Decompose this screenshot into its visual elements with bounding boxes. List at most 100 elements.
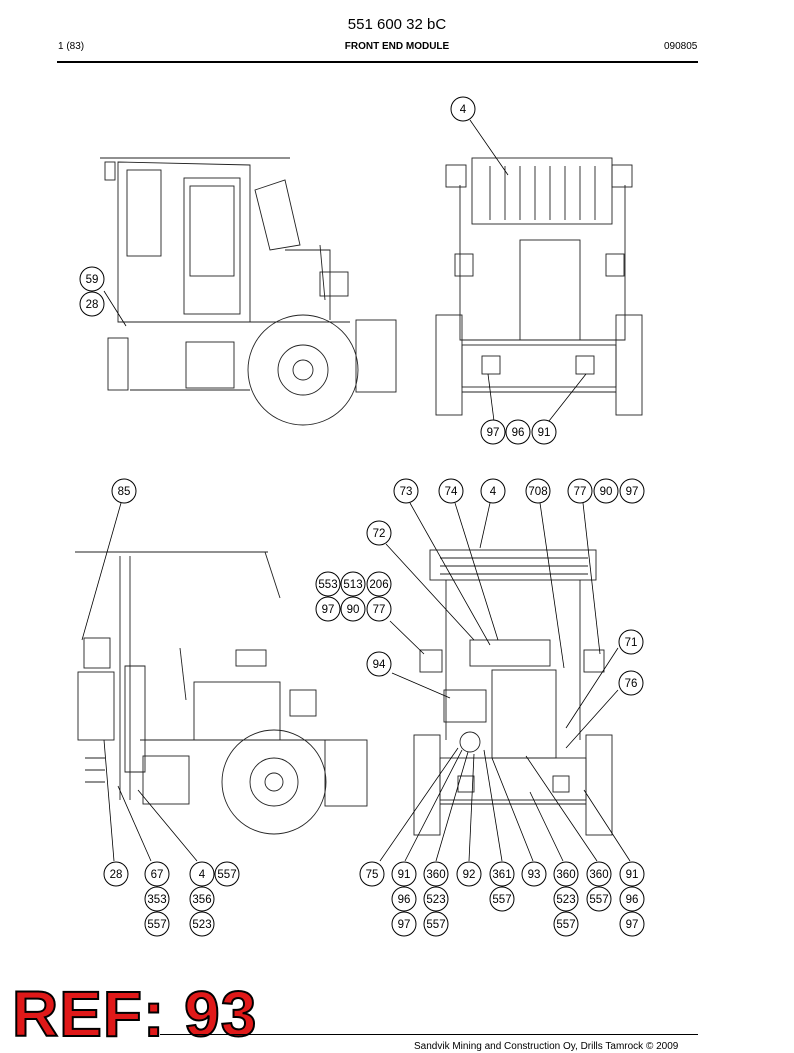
callout-72: 72 xyxy=(366,520,392,546)
svg-text:356: 356 xyxy=(192,894,211,906)
callout-74: 74 xyxy=(438,478,464,504)
module-title: FRONT END MODULE xyxy=(344,41,450,52)
callout-91-c: 91 xyxy=(619,861,645,887)
callout-91-front: 91 xyxy=(531,419,557,445)
side-view-canopy xyxy=(75,551,368,835)
page-indicator: 1 (83) xyxy=(58,41,85,52)
callout-97-front: 97 xyxy=(480,419,506,445)
document-date: 090805 xyxy=(664,41,698,52)
callout-75: 75 xyxy=(359,861,385,887)
callout-28-upper: 28 xyxy=(79,291,105,317)
svg-text:557: 557 xyxy=(589,894,608,906)
callout-96-c: 96 xyxy=(619,886,645,912)
callout-353: 353 xyxy=(144,886,170,912)
svg-text:72: 72 xyxy=(373,528,386,540)
svg-text:360: 360 xyxy=(556,869,575,881)
callout-523-a: 523 xyxy=(189,911,215,937)
svg-text:4: 4 xyxy=(490,486,497,498)
svg-text:71: 71 xyxy=(625,637,638,649)
svg-text:74: 74 xyxy=(445,486,458,498)
svg-text:360: 360 xyxy=(426,869,445,881)
svg-text:206: 206 xyxy=(369,579,388,591)
svg-text:97: 97 xyxy=(626,486,639,498)
svg-text:67: 67 xyxy=(151,869,164,881)
callout-557-f: 557 xyxy=(553,911,579,937)
callout-513: 513 xyxy=(340,571,366,597)
callout-4-canopy: 4 xyxy=(480,478,506,504)
svg-text:97: 97 xyxy=(626,919,639,931)
svg-text:96: 96 xyxy=(626,894,639,906)
callout-85: 85 xyxy=(111,478,137,504)
svg-text:523: 523 xyxy=(192,919,211,931)
svg-text:96: 96 xyxy=(512,427,525,439)
front-view-cage xyxy=(435,157,643,416)
callout-59: 59 xyxy=(79,266,105,292)
svg-text:59: 59 xyxy=(86,274,99,286)
svg-text:91: 91 xyxy=(538,427,551,439)
svg-text:557: 557 xyxy=(426,919,445,931)
callout-76: 76 xyxy=(618,670,644,696)
callout-557-a: 557 xyxy=(214,861,240,887)
svg-text:75: 75 xyxy=(366,869,379,881)
svg-text:557: 557 xyxy=(217,869,236,881)
callout-67: 67 xyxy=(144,861,170,887)
svg-text:708: 708 xyxy=(528,486,547,498)
callout-361: 361 xyxy=(489,861,515,887)
svg-text:76: 76 xyxy=(625,678,638,690)
callout-360-c: 360 xyxy=(586,861,612,887)
callout-97-d: 97 xyxy=(391,911,417,937)
svg-text:28: 28 xyxy=(110,869,123,881)
leader-lines xyxy=(81,119,631,862)
callout-73: 73 xyxy=(393,478,419,504)
callout-90-mid: 90 xyxy=(340,596,366,622)
callout-93: 93 xyxy=(521,861,547,887)
callout-77-mid: 77 xyxy=(366,596,392,622)
callout-557-d: 557 xyxy=(586,886,612,912)
side-view-cab xyxy=(100,157,397,426)
svg-text:85: 85 xyxy=(118,486,131,498)
header-rule xyxy=(57,61,698,63)
callout-356: 356 xyxy=(189,886,215,912)
callout-360-b: 360 xyxy=(553,861,579,887)
svg-text:77: 77 xyxy=(373,604,386,616)
svg-text:91: 91 xyxy=(398,869,411,881)
document-number: 551 600 32 bC xyxy=(347,16,447,33)
callout-77-top: 77 xyxy=(567,478,593,504)
svg-text:513: 513 xyxy=(343,579,362,591)
callout-96-b: 96 xyxy=(391,886,417,912)
callout-91-b: 91 xyxy=(391,861,417,887)
footer-rule xyxy=(160,1034,698,1035)
callout-206: 206 xyxy=(366,571,392,597)
svg-text:4: 4 xyxy=(199,869,206,881)
callout-4-top: 4 xyxy=(450,96,476,122)
callout-92: 92 xyxy=(456,861,482,887)
callout-97-mid: 97 xyxy=(315,596,341,622)
svg-text:28: 28 xyxy=(86,299,99,311)
svg-text:97: 97 xyxy=(398,919,411,931)
callout-553: 553 xyxy=(315,571,341,597)
svg-text:94: 94 xyxy=(373,659,386,671)
svg-text:77: 77 xyxy=(574,486,587,498)
svg-text:93: 93 xyxy=(528,869,541,881)
svg-text:523: 523 xyxy=(426,894,445,906)
svg-text:92: 92 xyxy=(463,869,476,881)
callout-97-top: 97 xyxy=(619,478,645,504)
reference-stamp: REF: 93 xyxy=(11,978,258,1050)
svg-text:553: 553 xyxy=(318,579,337,591)
svg-text:361: 361 xyxy=(492,869,511,881)
svg-text:4: 4 xyxy=(460,104,467,116)
callout-557-b: 557 xyxy=(144,911,170,937)
svg-text:97: 97 xyxy=(487,427,500,439)
svg-text:97: 97 xyxy=(322,604,335,616)
svg-text:557: 557 xyxy=(492,894,511,906)
svg-text:90: 90 xyxy=(600,486,613,498)
callout-557-e: 557 xyxy=(423,911,449,937)
svg-text:523: 523 xyxy=(556,894,575,906)
svg-text:73: 73 xyxy=(400,486,413,498)
callout-523-b: 523 xyxy=(423,886,449,912)
callout-94: 94 xyxy=(366,651,392,677)
front-view-canopy xyxy=(413,549,613,836)
callout-71: 71 xyxy=(618,629,644,655)
callout-90-top: 90 xyxy=(593,478,619,504)
